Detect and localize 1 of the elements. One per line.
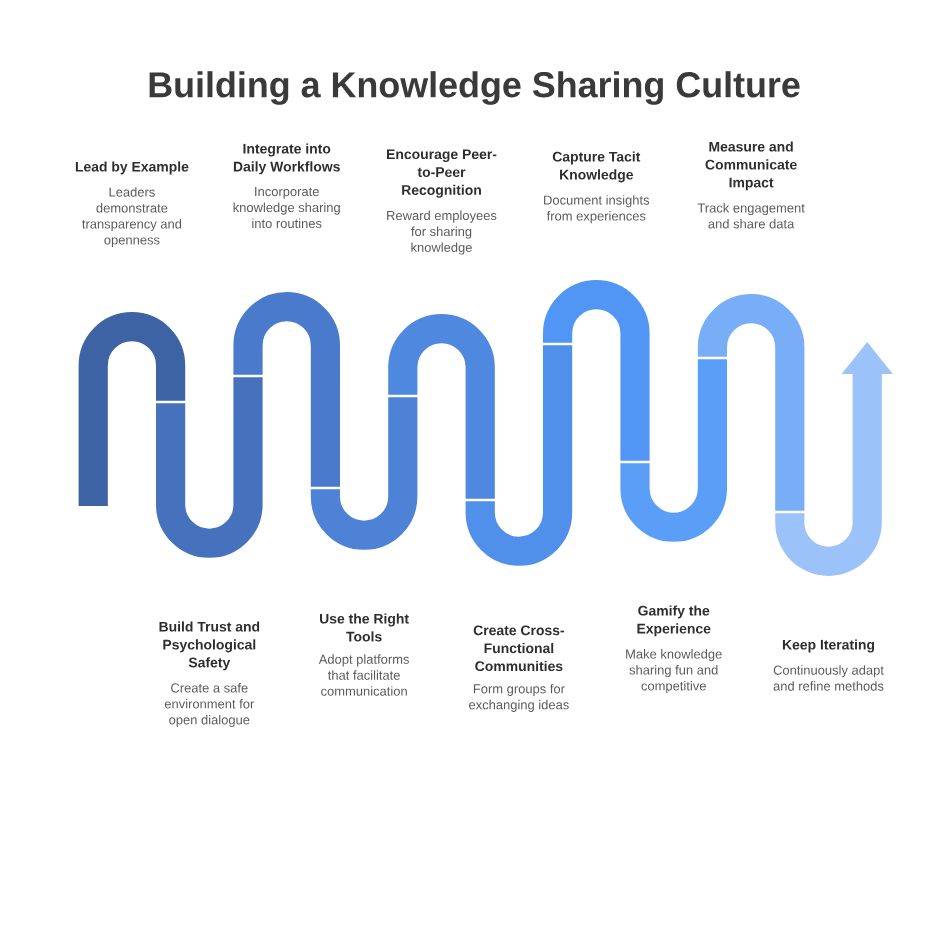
title: Building a Knowledge Sharing Culture: [149, 71, 800, 105]
